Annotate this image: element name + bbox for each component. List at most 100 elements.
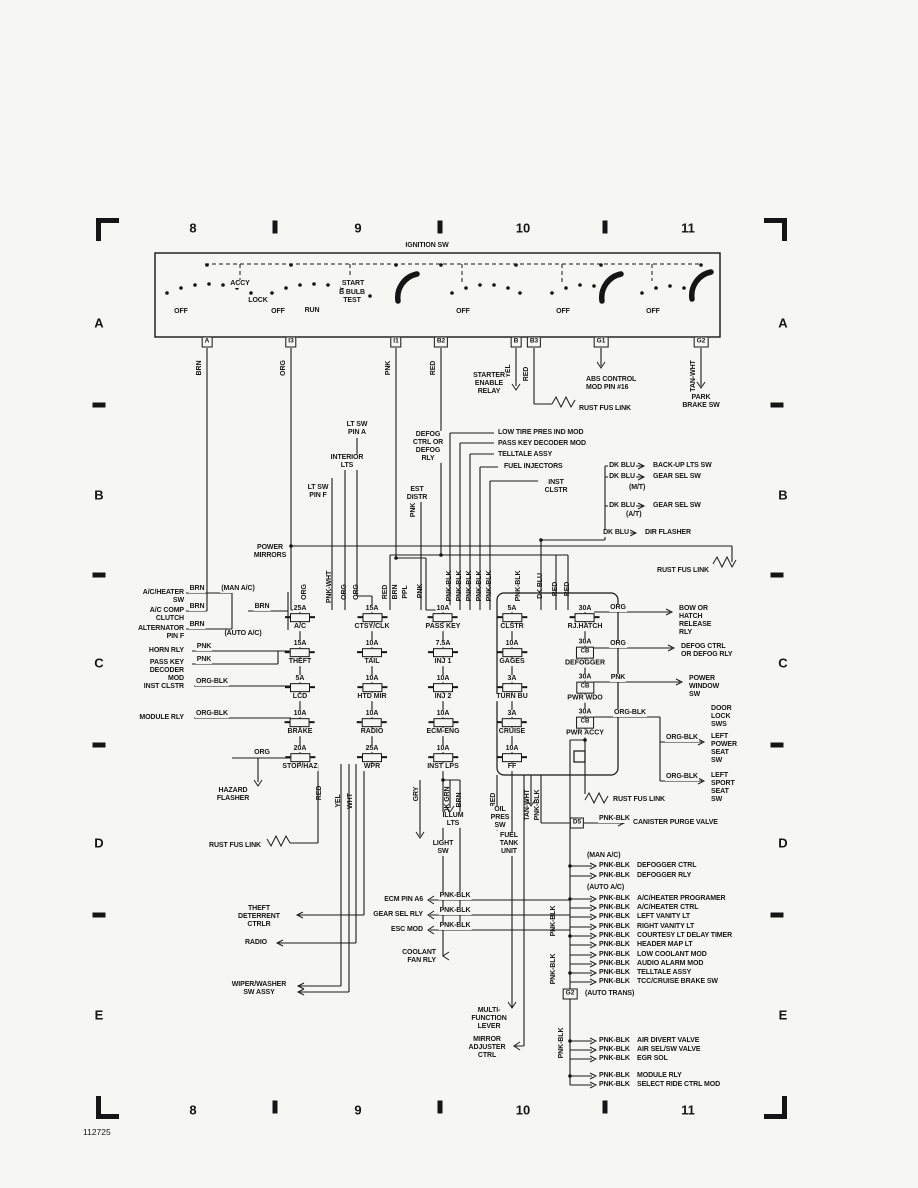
wire-color-label: PNK-BLK: [445, 570, 453, 602]
device-label: A/C/HEATER SW: [141, 588, 185, 606]
circuit-breaker-symbol: CB: [575, 682, 594, 694]
terminal-tag: B3: [526, 336, 542, 348]
wire-color-label: YEL: [504, 364, 512, 378]
fuse-name: THEFT: [287, 658, 313, 666]
wire-color-label: PNK-BLK: [598, 1080, 631, 1090]
registration-tick: [272, 1100, 278, 1114]
fuse-symbol: [285, 613, 315, 623]
wire-color-label: PNK-BLK: [514, 570, 522, 602]
device-label: PASS KEY DECODER MOD: [497, 439, 587, 449]
registration-corner: [96, 218, 119, 241]
fuse-name: TURN BU: [495, 693, 529, 701]
fuse-symbol: [427, 613, 458, 623]
wire-color-label: RED: [315, 785, 323, 801]
fuse-amp: 30A: [577, 673, 593, 681]
registration-tick: [272, 220, 278, 234]
device-label: A/C COMP CLUTCH: [148, 606, 185, 624]
fuse-name: CTSY/CLK: [353, 623, 391, 631]
fuse-amp: 10A: [504, 745, 520, 753]
fuse-symbol: [428, 683, 458, 693]
device-label: SELECT RIDE CTRL MOD: [636, 1080, 722, 1090]
fuse-amp: 30A: [577, 605, 593, 613]
fuse-symbol: [356, 683, 387, 693]
grid-column-label: 9: [354, 1102, 362, 1118]
fuse-amp: 15A: [364, 605, 380, 613]
ignition-position-label: B BULB TEST: [338, 288, 366, 306]
variant-label: (AUTO A/C): [223, 629, 263, 639]
fuse-name: ECM-ENG: [425, 728, 461, 736]
fuse-name: DEFOGGER: [563, 660, 607, 668]
fuse-amp: 7.5A: [434, 640, 452, 648]
grid-row-label: C: [778, 655, 788, 671]
registration-corner: [764, 218, 787, 241]
wire-color-label: ORG: [609, 639, 627, 649]
fuse-amp: 30A: [577, 638, 593, 646]
fuse-name: HTD MIR: [356, 693, 388, 701]
registration-tick: [92, 572, 106, 578]
wire-color-label: PNK-BLK: [598, 814, 631, 824]
device-label: POWER WINDOW SW: [688, 674, 721, 700]
device-label: LOW COOLANT MOD: [636, 950, 708, 960]
fuse-name: GAGES: [498, 658, 526, 666]
wire-color-label: PNK-BLK: [598, 959, 631, 969]
device-label: LT SW PIN A: [345, 420, 369, 438]
device-label: GEAR SEL SW: [652, 501, 702, 511]
grid-row-label: A: [778, 315, 788, 331]
device-label: COURTESY LT DELAY TIMER: [636, 931, 734, 941]
wire-color-label: DK BLU: [536, 573, 544, 599]
fuse: 10A ECM-ENG: [425, 710, 461, 736]
fuse-amp: 10A: [435, 710, 451, 718]
fuse-symbol: [284, 753, 315, 763]
fuse-amp: 20A: [292, 745, 308, 753]
wire-color-label: BRN: [455, 792, 463, 808]
fuse-name: TAIL: [363, 658, 381, 666]
fuse-name: PWR ACCY: [565, 730, 605, 738]
wire-color-label: PNK-BLK: [598, 1036, 631, 1046]
fuse-name: PASS KEY: [424, 623, 462, 631]
part-number: 112725: [83, 1127, 111, 1137]
grid-row-label: B: [94, 487, 104, 503]
fuse-symbol: [285, 648, 315, 658]
wire-runs: [186, 348, 733, 1086]
wire-color-label: PNK-BLK: [598, 894, 631, 904]
grid-row-label: C: [94, 655, 104, 671]
fuse-amp: 10A: [435, 605, 451, 613]
fuse-amp: 10A: [364, 675, 380, 683]
wire-color-label: PNK-BLK: [598, 940, 631, 950]
wire-color-label: ORG-BLK: [665, 772, 699, 782]
device-label: BACK-UP LTS SW: [652, 461, 713, 471]
wire-color-label: DK GRN: [443, 786, 451, 814]
wire-color-label: PNK: [384, 360, 392, 376]
fuse-symbol: [428, 718, 458, 728]
terminal-tag: I3: [285, 336, 297, 348]
wire-color-label: PNK-BLK: [598, 950, 631, 960]
wire-color-label: WHT: [346, 793, 354, 809]
device-label: FUEL TANK UNIT: [498, 831, 520, 857]
grid-row-label: E: [778, 1007, 788, 1023]
wire-color-label: ORG-BLK: [665, 733, 699, 743]
fuse-symbol: [357, 613, 387, 623]
terminal-tag: D5: [569, 817, 585, 829]
wire-color-label: PNK-BLK: [549, 953, 557, 985]
device-label: DEFOG CTRL OR DEFOG RLY: [411, 430, 445, 464]
wire-color-label: PNK-BLK: [438, 891, 472, 901]
terminal-tag: I1: [390, 336, 402, 348]
device-label: TCC/CRUISE BRAKE SW: [636, 977, 719, 987]
wire-color-label: YEL: [334, 794, 342, 808]
device-label: LT SW PIN F: [306, 483, 330, 501]
wire-color-label: ORG: [352, 584, 360, 600]
wire-color-label: ORG-BLK: [195, 677, 229, 687]
ignition-position-label: RUN: [303, 306, 321, 316]
device-label: HEADER MAP LT: [636, 940, 694, 950]
device-label: BOW OR HATCH RELEASE RLY: [678, 604, 713, 638]
ignition-switch-title: IGNITION SW: [404, 241, 450, 251]
